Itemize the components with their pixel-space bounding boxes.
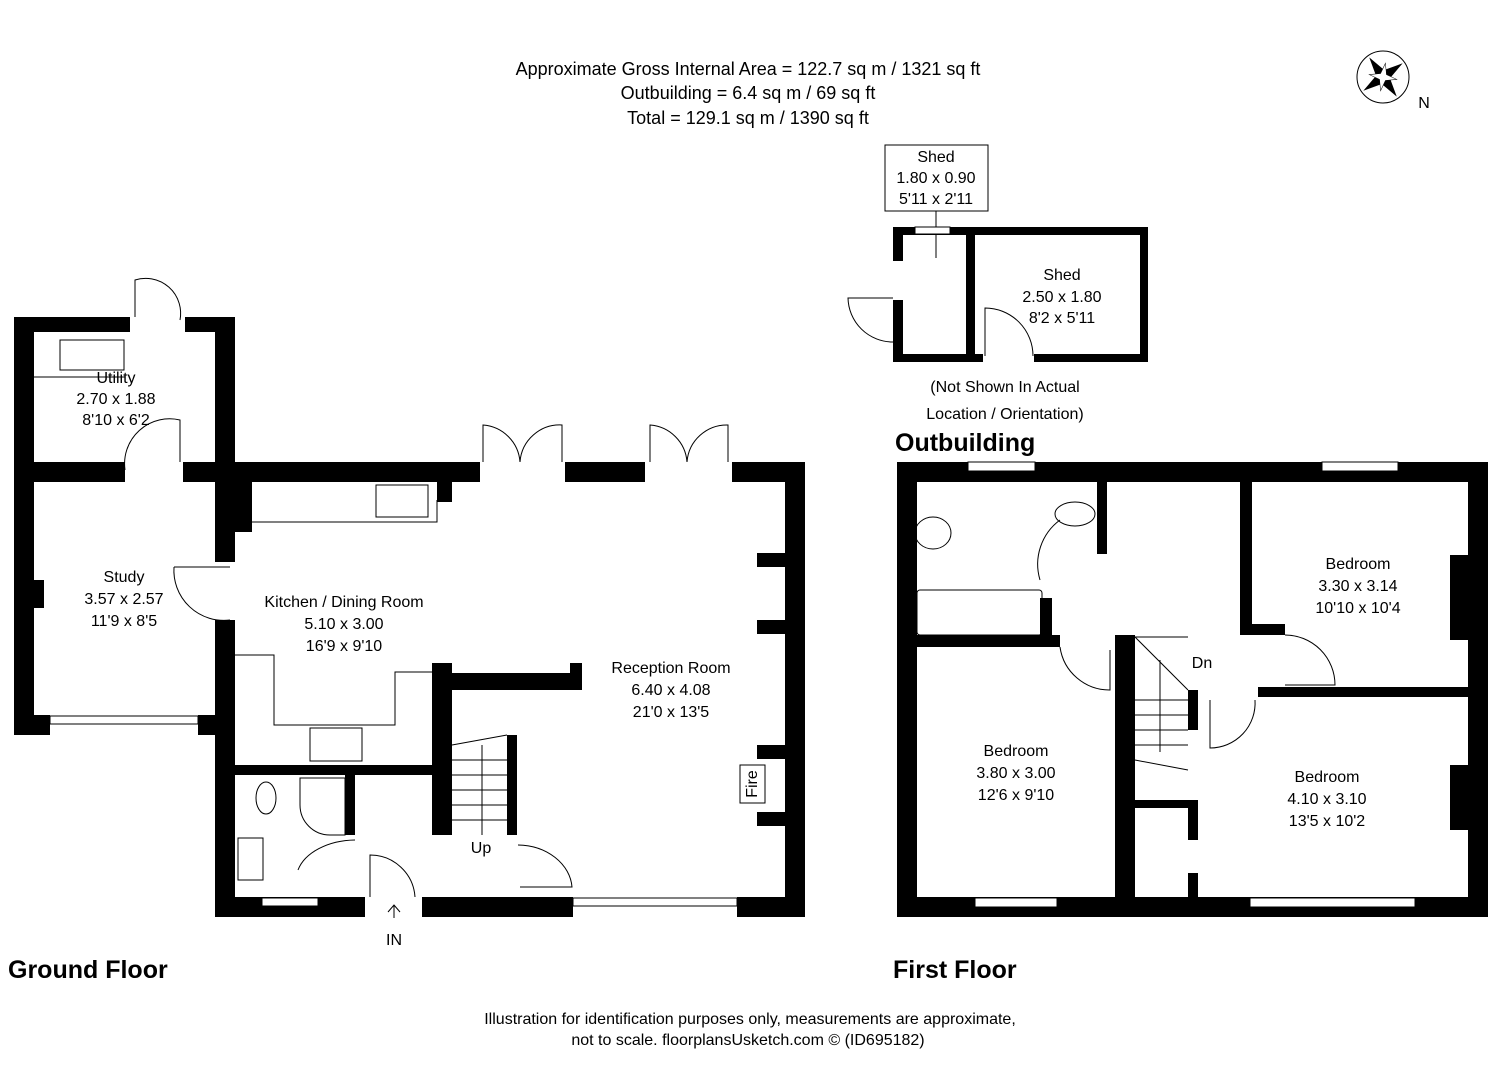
svg-text:13'5 x 10'2: 13'5 x 10'2: [1289, 813, 1365, 830]
first-floor-plan: Dn Bedroom 3.30 x 3.14 10'10 x 10'4 Bedr…: [897, 461, 1488, 917]
utility-door: [134, 277, 182, 321]
compass-rose-icon: [1356, 50, 1410, 104]
svg-text:5'11 x 2'11: 5'11 x 2'11: [899, 191, 973, 208]
outbuilding-note-1: (Not Shown In Actual: [930, 379, 1079, 396]
room-bedroom-1: Bedroom 3.30 x 3.14 10'10 x 10'4: [1315, 556, 1400, 617]
stairs-down-label: Dn: [1192, 655, 1212, 672]
fire-label: Fire: [744, 770, 761, 798]
svg-text:Utility: Utility: [96, 370, 135, 387]
svg-text:Kitchen / Dining Room: Kitchen / Dining Room: [264, 594, 423, 611]
room-kitchen-dining: Kitchen / Dining Room 5.10 x 3.00 16'9 x…: [264, 594, 423, 655]
fireplace: [739, 764, 766, 804]
disclaimer-line-2: not to scale. floorplansUsketch.com © (I…: [571, 1032, 924, 1049]
svg-text:Shed: Shed: [1043, 267, 1080, 284]
entrance-label: IN: [386, 932, 402, 949]
utility-sink-icon: [59, 339, 125, 371]
stairs-up-label: Up: [471, 840, 492, 857]
svg-text:11'9 x 8'5: 11'9 x 8'5: [91, 613, 157, 630]
basin-icon: [237, 837, 264, 881]
stairs-down: [1134, 636, 1189, 771]
svg-text:12'6 x 9'10: 12'6 x 9'10: [978, 787, 1054, 804]
outbuilding-plan: Shed 1.80 x 0.90 5'11 x 2'11 Shed 2.50 x…: [847, 144, 1148, 423]
hob-icon: [309, 727, 363, 762]
first-floor-title: First Floor: [893, 956, 1017, 984]
outbuilding-note-2: Location / Orientation): [926, 406, 1083, 423]
room-bedroom-2: Bedroom 3.80 x 3.00 12'6 x 9'10: [976, 743, 1055, 804]
svg-text:5.10 x 3.00: 5.10 x 3.00: [304, 616, 383, 633]
svg-text:3.30 x 3.14: 3.30 x 3.14: [1318, 578, 1397, 595]
svg-text:Study: Study: [104, 569, 145, 586]
compass-north-label: N: [1418, 95, 1430, 112]
svg-text:4.10 x 3.10: 4.10 x 3.10: [1287, 791, 1366, 808]
wc-icon: [255, 781, 277, 815]
svg-text:16'9 x 9'10: 16'9 x 9'10: [306, 638, 382, 655]
stairs-up: [451, 734, 508, 835]
entrance-arrow-icon: [387, 904, 401, 918]
svg-text:Bedroom: Bedroom: [1326, 556, 1391, 573]
room-reception: Reception Room 6.40 x 4.08 21'0 x 13'5: [611, 660, 730, 721]
svg-text:8'10 x 6'2: 8'10 x 6'2: [82, 412, 150, 429]
room-study: Study 3.57 x 2.57 11'9 x 8'5: [84, 569, 163, 630]
disclaimer-line-1: Illustration for identification purposes…: [484, 1011, 1016, 1028]
area-summary: Approximate Gross Internal Area = 122.7 …: [516, 59, 981, 128]
svg-text:21'0 x 13'5: 21'0 x 13'5: [633, 704, 709, 721]
outbuilding-area-text: Outbuilding = 6.4 sq m / 69 sq ft: [621, 83, 876, 103]
upstairs-wc-icon: [1054, 501, 1096, 527]
svg-text:3.80 x 3.00: 3.80 x 3.00: [976, 765, 1055, 782]
svg-text:2.50 x 1.80: 2.50 x 1.80: [1022, 289, 1101, 306]
room-utility: Utility 2.70 x 1.88 8'10 x 6'2: [76, 370, 155, 429]
svg-text:2.70 x 1.88: 2.70 x 1.88: [76, 391, 155, 408]
total-area-text: Total = 129.1 sq m / 1390 sq ft: [627, 108, 869, 128]
svg-text:10'10 x 10'4: 10'10 x 10'4: [1315, 600, 1400, 617]
bathroom-basin-icon: [914, 516, 952, 550]
kitchen-sink-icon: [375, 484, 429, 518]
svg-text:Shed: Shed: [917, 149, 954, 166]
bath-icon: [916, 589, 1043, 636]
shower-icon: [299, 777, 346, 836]
french-doors: [482, 424, 563, 463]
gross-area-text: Approximate Gross Internal Area = 122.7 …: [516, 59, 981, 79]
outbuilding-title: Outbuilding: [895, 429, 1035, 457]
svg-text:6.40 x 4.08: 6.40 x 4.08: [631, 682, 710, 699]
room-bedroom-3: Bedroom 4.10 x 3.10 13'5 x 10'2: [1287, 769, 1366, 830]
ground-floor-plan: Fire Up IN Utility 2.70 x 1.88 8'10 x 6'…: [14, 277, 805, 949]
svg-text:Reception Room: Reception Room: [611, 660, 730, 677]
ground-floor-title: Ground Floor: [8, 956, 168, 984]
svg-text:Bedroom: Bedroom: [984, 743, 1049, 760]
svg-text:Bedroom: Bedroom: [1295, 769, 1360, 786]
front-door: [369, 854, 416, 898]
svg-text:8'2 x 5'11: 8'2 x 5'11: [1029, 310, 1095, 327]
svg-text:1.80 x 0.90: 1.80 x 0.90: [896, 170, 975, 187]
svg-text:3.57 x 2.57: 3.57 x 2.57: [84, 591, 163, 608]
